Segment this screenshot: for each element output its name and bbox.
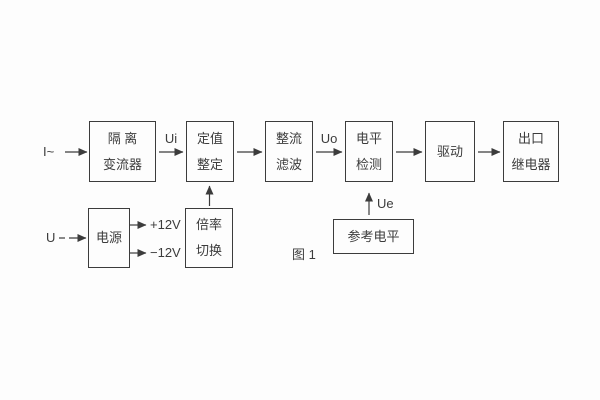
- signal-ui-label: Ui: [164, 131, 178, 146]
- block-line: 电平: [355, 130, 382, 146]
- block-power-supply: 电源: [88, 208, 130, 268]
- block-line: 变流器: [102, 156, 142, 172]
- block-line: 驱动: [436, 143, 463, 159]
- block-line: 继电器: [511, 156, 551, 172]
- block-level-detect: 电平 检测: [345, 121, 393, 182]
- block-line: 滤波: [275, 156, 302, 172]
- block-line: 切换: [195, 243, 222, 258]
- block-setting-adjust: 定值 整定: [186, 121, 234, 182]
- block-line: 整流: [275, 130, 302, 146]
- signal-uo-label: Uo: [320, 131, 338, 146]
- block-isolation-transformer: 隔 离 变流器: [89, 121, 156, 182]
- block-line: 电源: [95, 230, 122, 245]
- block-reference-level: 参考电平: [333, 219, 414, 254]
- block-line: 出口: [517, 130, 544, 146]
- input-voltage-label: U: [46, 230, 56, 245]
- block-line: 参考电平: [347, 228, 400, 244]
- signal-ue-label: Ue: [377, 196, 394, 211]
- input-current-label: I~: [43, 144, 55, 159]
- block-line: 隔 离: [107, 130, 138, 146]
- block-drive: 驱动: [425, 121, 475, 182]
- block-line: 检测: [355, 156, 382, 172]
- block-line: 整定: [196, 156, 223, 172]
- power-minus12v-label: −12V: [150, 245, 181, 260]
- power-plus12v-label: +12V: [150, 217, 181, 232]
- block-output-relay: 出口 继电器: [503, 121, 559, 182]
- block-ratio-switch: 倍率 切换: [185, 208, 233, 268]
- block-rectify-filter: 整流 滤波: [265, 121, 313, 182]
- figure-caption: 图 1: [292, 247, 316, 262]
- block-line: 倍率: [195, 217, 222, 232]
- block-line: 定值: [196, 130, 223, 146]
